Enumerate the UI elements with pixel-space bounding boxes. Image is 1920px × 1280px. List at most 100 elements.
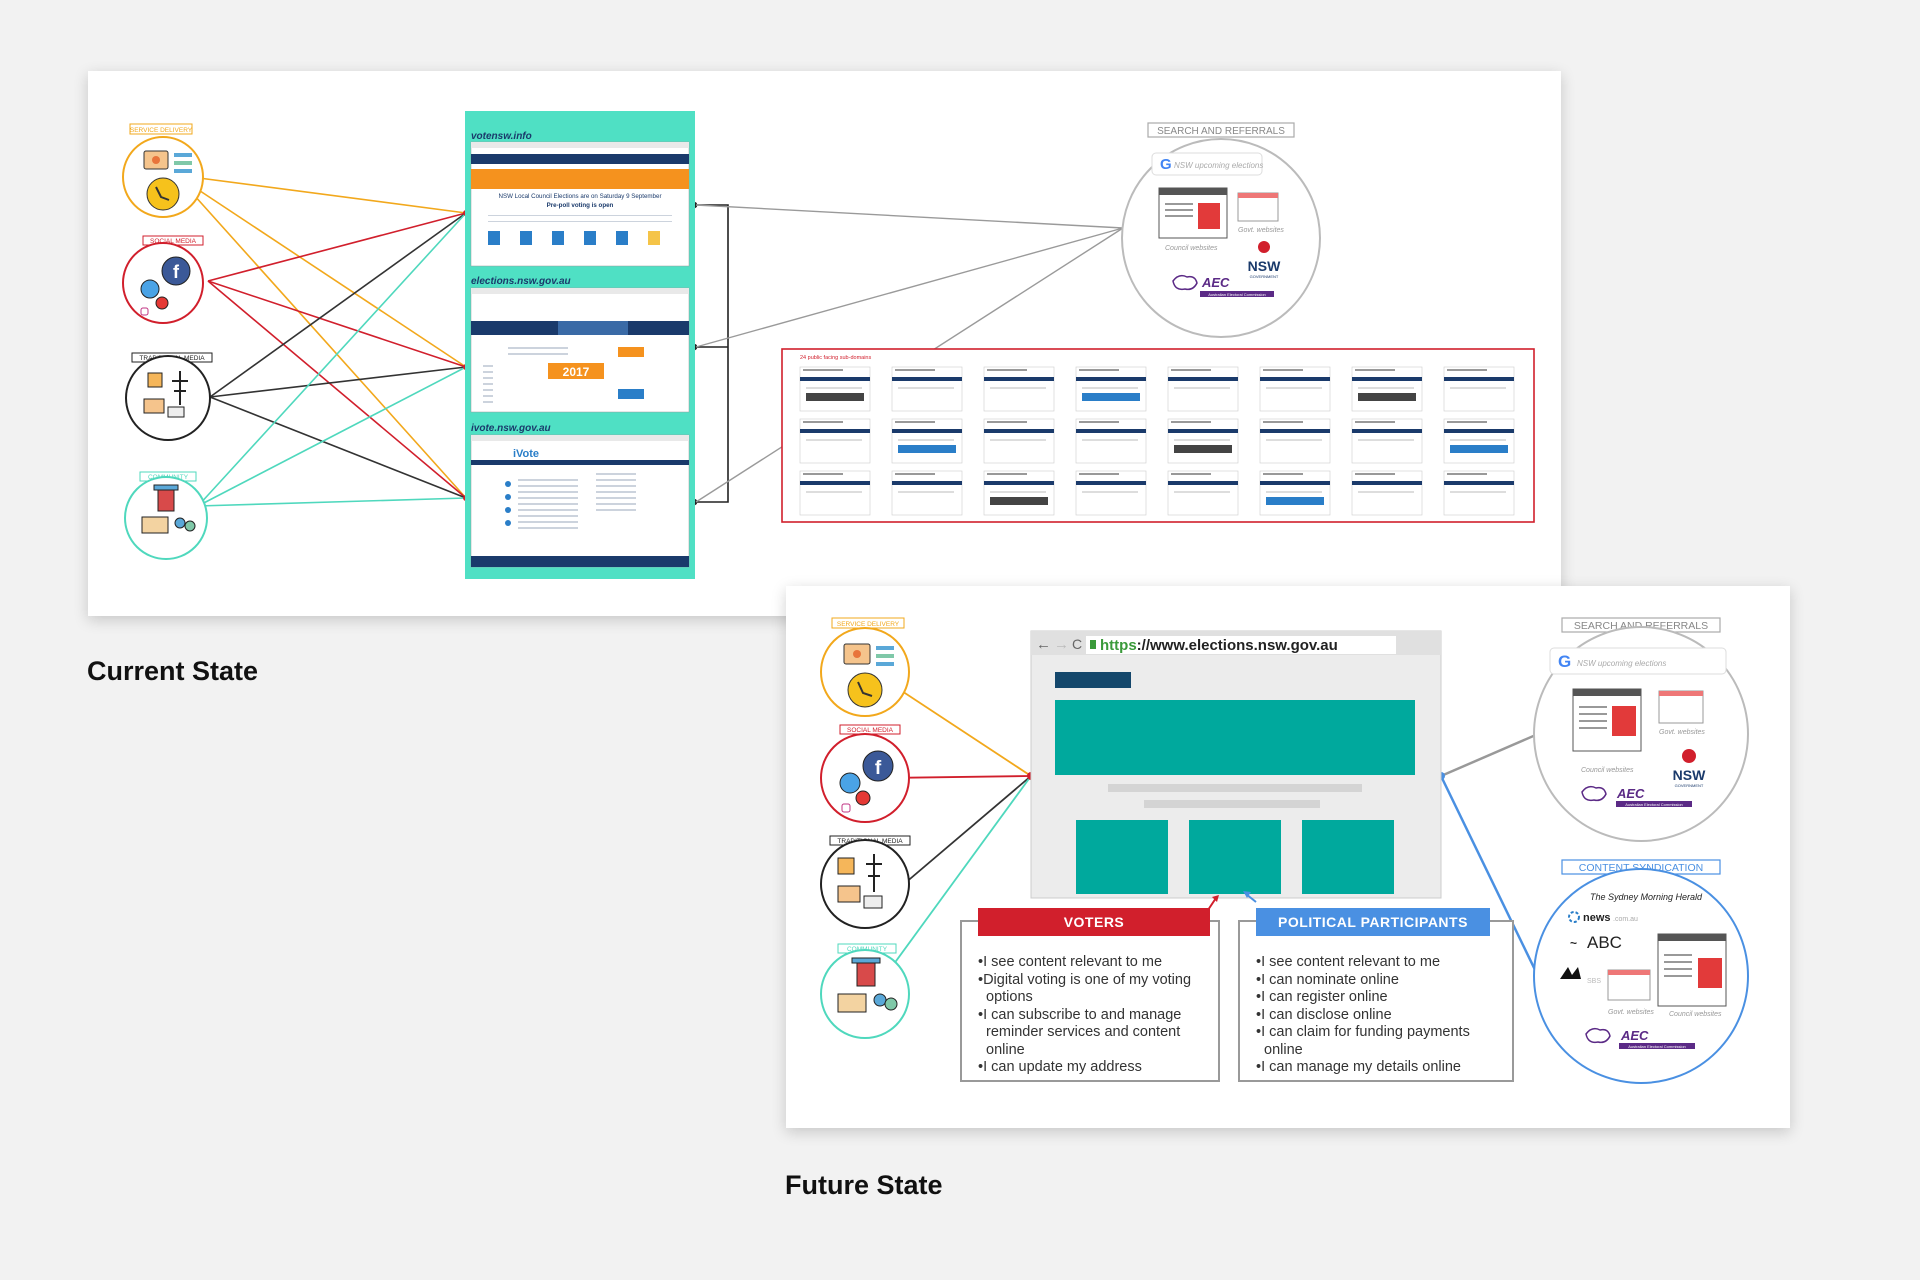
content-syndication-group: CONTENT SYNDICATION The Sydney Morning H… <box>1533 859 1749 1084</box>
radio-icon <box>147 372 163 388</box>
svg-text:NSW upcoming elections: NSW upcoming elections <box>1577 659 1666 668</box>
site-screenshot-votensw: NSW Local Council Elections are on Satur… <box>470 141 690 267</box>
search-heading: SEARCH AND REFERRALS <box>1157 126 1285 137</box>
aec-logo: AEC <box>1201 275 1230 290</box>
subdomain-thumbnail <box>891 418 963 464</box>
current-state-panel: SERVICE DELIVERY SOCIAL MEDIA f TRADITIO… <box>88 71 1561 616</box>
svg-text:.com.au: .com.au <box>1613 916 1638 923</box>
list-item: I see content relevant to me <box>978 954 1208 972</box>
subdomain-thumbnail <box>1167 418 1239 464</box>
building-icon <box>141 516 169 534</box>
subdomain-thumbnail <box>1259 418 1331 464</box>
subdomain-thumbnail <box>983 470 1055 516</box>
voters-heading: VOTERS <box>978 908 1210 936</box>
people-icon <box>873 993 887 1007</box>
search-bar <box>1549 647 1727 675</box>
nsw-logo: NSW <box>1248 258 1281 274</box>
site-screenshot-ivote: iVote <box>470 434 690 568</box>
google-icon: G <box>1160 156 1172 173</box>
svg-text:f: f <box>173 262 180 282</box>
subdomain-thumbnail <box>1075 470 1147 516</box>
current-state-diagram: SERVICE DELIVERY SOCIAL MEDIA f TRADITIO… <box>122 111 1535 579</box>
svg-text:SBS: SBS <box>1587 978 1601 985</box>
back-arrow-icon: ← <box>1036 636 1051 653</box>
list-item: I can register online <box>1256 989 1502 1007</box>
channel-service-delivery: SERVICE DELIVERY <box>122 123 204 218</box>
twitter-icon <box>839 772 861 794</box>
participants-box: POLITICAL PARTICIPANTS I see content rel… <box>1238 908 1514 1082</box>
future-channel-community: COMMUNITY <box>820 943 910 1039</box>
subdomain-thumbnail <box>1167 470 1239 516</box>
subdomain-thumbnail <box>1075 366 1147 412</box>
future-channel-traditional-media: TRADITIONAL MEDIA <box>820 835 911 929</box>
participant-arrow-icon <box>1243 891 1251 898</box>
svg-text:Council websites: Council websites <box>1669 1011 1722 1018</box>
subdomain-thumbnail <box>1443 418 1515 464</box>
aec-logo: AEC <box>1616 786 1645 801</box>
forward-arrow-icon: → <box>1054 636 1069 653</box>
participants-heading: POLITICAL PARTICIPANTS <box>1256 908 1490 936</box>
subdomain-thumbnail <box>799 366 871 412</box>
search-referrals-group: SEARCH AND REFERRALS G NSW upcoming elec… <box>1121 122 1321 338</box>
subdomain-thumbnail <box>891 366 963 412</box>
list-item: I can claim for funding payments online <box>1256 1024 1502 1059</box>
australia-icon <box>1581 785 1607 802</box>
subdomains-box: 24 public facing sub-domains <box>781 348 1535 523</box>
voters-list: I see content relevant to me Digital vot… <box>978 954 1208 1077</box>
youtube-icon <box>855 790 871 806</box>
subdomain-thumbnail <box>1443 366 1515 412</box>
instagram-icon <box>841 803 851 813</box>
australia-icon <box>1585 1027 1611 1044</box>
future-state-panel: SERVICE DELIVERY SOCIAL MEDIA f TRADITIO… <box>786 586 1790 1128</box>
svg-text:NSW upcoming elections: NSW upcoming elections <box>1174 161 1263 170</box>
site-screenshot-elections: 2017 <box>470 287 690 413</box>
newspaper-icon <box>863 895 883 909</box>
subdomain-thumbnails <box>799 366 1515 516</box>
search-bar <box>1151 152 1263 176</box>
channel-label: SERVICE DELIVERY <box>837 621 900 628</box>
youtube-icon <box>155 296 169 310</box>
channel-label: SOCIAL MEDIA <box>150 238 197 245</box>
svg-text:Australian Electoral Commissio: Australian Electoral Commission <box>1625 802 1683 807</box>
channel-social-media: SOCIAL MEDIA f <box>122 235 204 324</box>
subdomain-thumbnail <box>1351 366 1423 412</box>
radio-icon <box>837 857 855 875</box>
svg-text:Council websites: Council websites <box>1581 767 1634 774</box>
google-icon: G <box>1558 652 1571 671</box>
current-state-title: Current State <box>87 656 259 686</box>
waratah-icon <box>1682 749 1696 763</box>
subdomains-label: 24 public facing sub-domains <box>800 355 871 361</box>
aec-logo: AEC <box>1620 1028 1649 1043</box>
site-connections <box>690 201 729 506</box>
svg-text:f: f <box>875 758 882 779</box>
smh-logo: The Sydney Morning Herald <box>1590 892 1703 902</box>
svg-text:2017: 2017 <box>563 365 590 379</box>
reload-icon: C <box>1072 636 1082 652</box>
abc-logo: ABC <box>1587 933 1622 952</box>
subdomain-thumbnail <box>983 366 1055 412</box>
list-item: I can manage my details online <box>1256 1059 1502 1077</box>
ballot-box-icon <box>856 961 876 987</box>
content-tile <box>1302 820 1394 894</box>
svg-text:Council websites: Council websites <box>1165 245 1218 252</box>
future-channel-social-media: SOCIAL MEDIA f <box>820 724 910 823</box>
svg-text:Australian Electoral Commissio: Australian Electoral Commission <box>1208 292 1266 297</box>
list-item: I can subscribe to and manage reminder s… <box>978 1007 1208 1060</box>
tower-icon <box>866 854 882 892</box>
subdomain-thumbnail <box>1259 366 1331 412</box>
list-item: I can disclose online <box>1256 1007 1502 1025</box>
instagram-icon <box>140 307 149 316</box>
list-item: Digital voting is one of my voting optio… <box>978 972 1208 1007</box>
abc-wave-icon: ~ <box>1570 936 1577 950</box>
channel-label: SOCIAL MEDIA <box>847 727 894 734</box>
subdomain-thumbnail <box>1443 470 1515 516</box>
subdomain-thumbnail <box>799 418 871 464</box>
svg-text:NSW Local Council Elections ar: NSW Local Council Elections are on Satur… <box>498 193 661 200</box>
site-url-elections: elections.nsw.gov.au <box>471 276 571 287</box>
future-browser-window: ← → C https://www.elections.nsw.gov.au <box>1030 630 1442 911</box>
svg-text:iVote: iVote <box>513 448 539 460</box>
future-search-referrals-group: SEARCH AND REFERRALS G NSW upcoming elec… <box>1533 617 1749 842</box>
voters-box: VOTERS I see content relevant to me Digi… <box>960 908 1220 1082</box>
nsw-logo: NSW <box>1673 767 1706 783</box>
subdomain-thumbnail <box>1351 418 1423 464</box>
